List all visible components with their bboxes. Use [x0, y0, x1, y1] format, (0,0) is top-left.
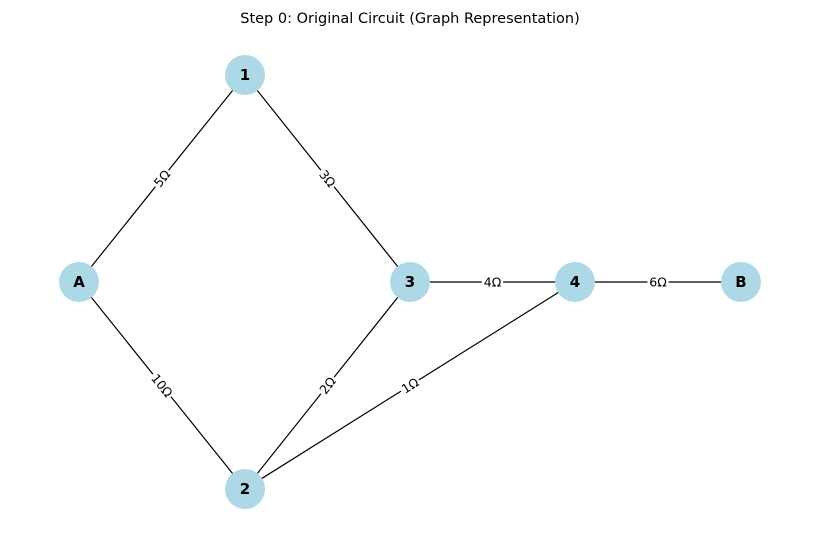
node-label: A	[73, 273, 85, 291]
edge-label-1-3: 3Ω	[314, 165, 341, 192]
node-b: B	[721, 262, 761, 302]
node-circle	[721, 262, 761, 302]
edge-label-text: 2Ω	[316, 374, 339, 397]
node-circle	[225, 55, 265, 95]
edge-labels-layer: 5Ω 3Ω 10Ω 2Ω 4Ω 1Ω 6Ω	[146, 165, 669, 402]
edge-label-text: 1Ω	[399, 374, 422, 396]
edge-label-3-2: 2Ω	[314, 372, 341, 399]
edge-label-background	[149, 165, 175, 192]
edge-label-background	[314, 165, 341, 192]
edge-label-text: 3Ω	[316, 167, 339, 190]
node-circle	[555, 262, 595, 302]
node-circle	[390, 262, 430, 302]
node-circle	[225, 469, 265, 509]
edge-label-a-2: 10Ω	[146, 369, 178, 402]
edge-label-background	[396, 373, 424, 398]
edge-label-4-b: 6Ω	[647, 274, 669, 290]
edge-label-a-1: 5Ω	[149, 165, 175, 192]
node-3: 3	[390, 262, 430, 302]
node-4: 4	[555, 262, 595, 302]
node-a: A	[59, 262, 99, 302]
edge-label-text: 5Ω	[151, 167, 174, 190]
node-label: 2	[240, 480, 250, 498]
edge-label-3-4: 4Ω	[481, 274, 504, 290]
edge-label-4-2: 1Ω	[396, 373, 424, 398]
figure-title: Step 0: Original Circuit (Graph Represen…	[240, 11, 580, 27]
node-circle	[59, 262, 99, 302]
edge-label-background	[314, 372, 341, 399]
node-1: 1	[225, 55, 265, 95]
nodes-layer: 1A 3 4 B 2	[59, 55, 761, 509]
node-label: 1	[240, 66, 250, 84]
edge-label-text: 4Ω	[484, 275, 502, 290]
edge-label-background	[481, 274, 504, 290]
node-label: 4	[570, 273, 580, 291]
node-label: 3	[405, 273, 415, 291]
edge-label-text: 6Ω	[649, 275, 667, 290]
node-2: 2	[225, 469, 265, 509]
node-label: B	[735, 273, 746, 291]
edge-label-background	[146, 369, 178, 402]
edge-label-background	[647, 274, 669, 290]
